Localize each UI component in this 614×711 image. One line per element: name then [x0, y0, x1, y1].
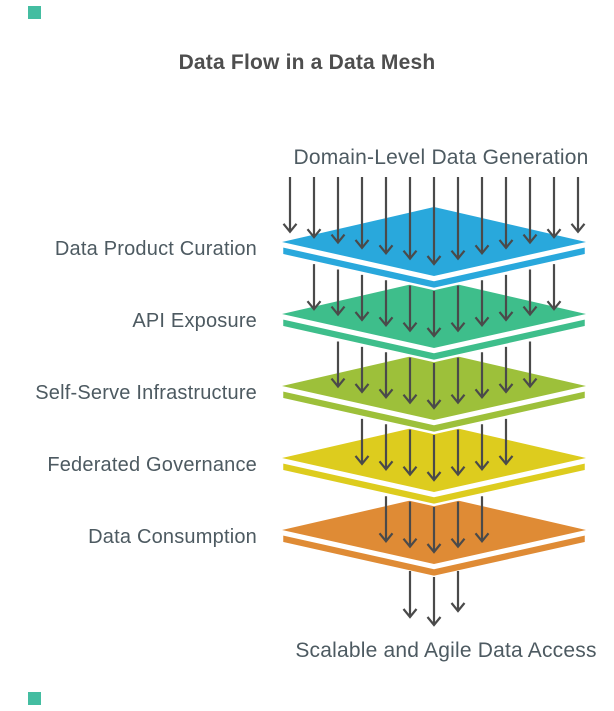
flow-arrow-icon: [426, 177, 442, 266]
layer-label-api-exposure: API Exposure: [132, 310, 257, 332]
layer-label-federated-governance: Federated Governance: [47, 454, 257, 476]
flow-arrow-icon: [306, 177, 322, 239]
flow-arrow-icon: [402, 285, 418, 333]
flow-arrow-icon: [354, 177, 370, 250]
layer-label-data-consumption: Data Consumption: [88, 526, 257, 548]
flow-arrow-icon: [378, 280, 394, 328]
flow-arrow-icon: [330, 177, 346, 245]
flow-arrow-icon: [546, 177, 562, 239]
flow-arrow-icon: [402, 357, 418, 405]
flow-arrow-icon: [546, 264, 562, 311]
flow-arrow-icon: [498, 274, 514, 322]
flow-arrow-icon: [450, 177, 466, 261]
flow-arrow-icon: [450, 571, 466, 613]
layer-label-data-product-curation: Data Product Curation: [55, 238, 257, 260]
layer-side: [280, 532, 588, 579]
flow-arrow-icon: [378, 352, 394, 400]
flow-arrows: [282, 177, 586, 627]
flow-arrow-icon: [426, 507, 442, 554]
flow-arrow-icon: [330, 269, 346, 317]
layer-side: [280, 244, 588, 291]
layer-side: [280, 388, 588, 435]
flow-arrow-icon: [474, 424, 490, 472]
flow-arrow-icon: [498, 177, 514, 250]
flow-arrow-icon: [450, 285, 466, 333]
flow-arrow-icon: [402, 429, 418, 477]
layer-label-self-serve-infrastructure: Self-Serve Infrastructure: [35, 382, 257, 404]
flow-arrow-icon: [378, 496, 394, 544]
flow-arrow-icon: [474, 280, 490, 328]
flow-arrow-icon: [330, 341, 346, 389]
flow-arrow-icon: [426, 363, 442, 410]
corner-marker-bottom-left: [28, 692, 41, 705]
layer-side: [280, 460, 588, 507]
flow-arrow-icon: [498, 418, 514, 466]
flow-arrow-icon: [402, 571, 418, 619]
flow-arrow-icon: [378, 424, 394, 472]
flow-arrow-icon: [402, 501, 418, 549]
flow-arrow-icon: [354, 418, 370, 466]
diagram-title: Data Flow in a Data Mesh: [179, 51, 436, 74]
flow-arrow-icon: [426, 577, 442, 627]
flow-arrow-icon: [450, 501, 466, 549]
flow-arrow-icon: [306, 264, 322, 311]
flow-arrow-icon: [522, 341, 538, 389]
flow-arrow-icon: [570, 177, 586, 234]
corner-marker-top-left: [28, 6, 41, 19]
flow-arrow-icon: [378, 177, 394, 256]
layer-side: [280, 316, 588, 363]
flow-arrow-icon: [426, 291, 442, 338]
result-label: Scalable and Agile Data Access: [295, 639, 596, 662]
flow-arrow-icon: [474, 352, 490, 400]
source-label: Domain-Level Data Generation: [293, 146, 588, 169]
flow-arrow-icon: [522, 269, 538, 317]
flow-arrow-icon: [282, 177, 298, 234]
flow-arrow-icon: [450, 429, 466, 477]
flow-arrow-icon: [402, 177, 418, 261]
flow-arrow-icon: [522, 177, 538, 245]
flow-arrow-icon: [426, 435, 442, 482]
flow-arrow-icon: [450, 357, 466, 405]
flow-arrow-icon: [498, 346, 514, 394]
flow-arrow-icon: [474, 496, 490, 544]
flow-arrow-icon: [474, 177, 490, 256]
flow-arrow-icon: [354, 274, 370, 322]
flow-arrow-icon: [354, 346, 370, 394]
